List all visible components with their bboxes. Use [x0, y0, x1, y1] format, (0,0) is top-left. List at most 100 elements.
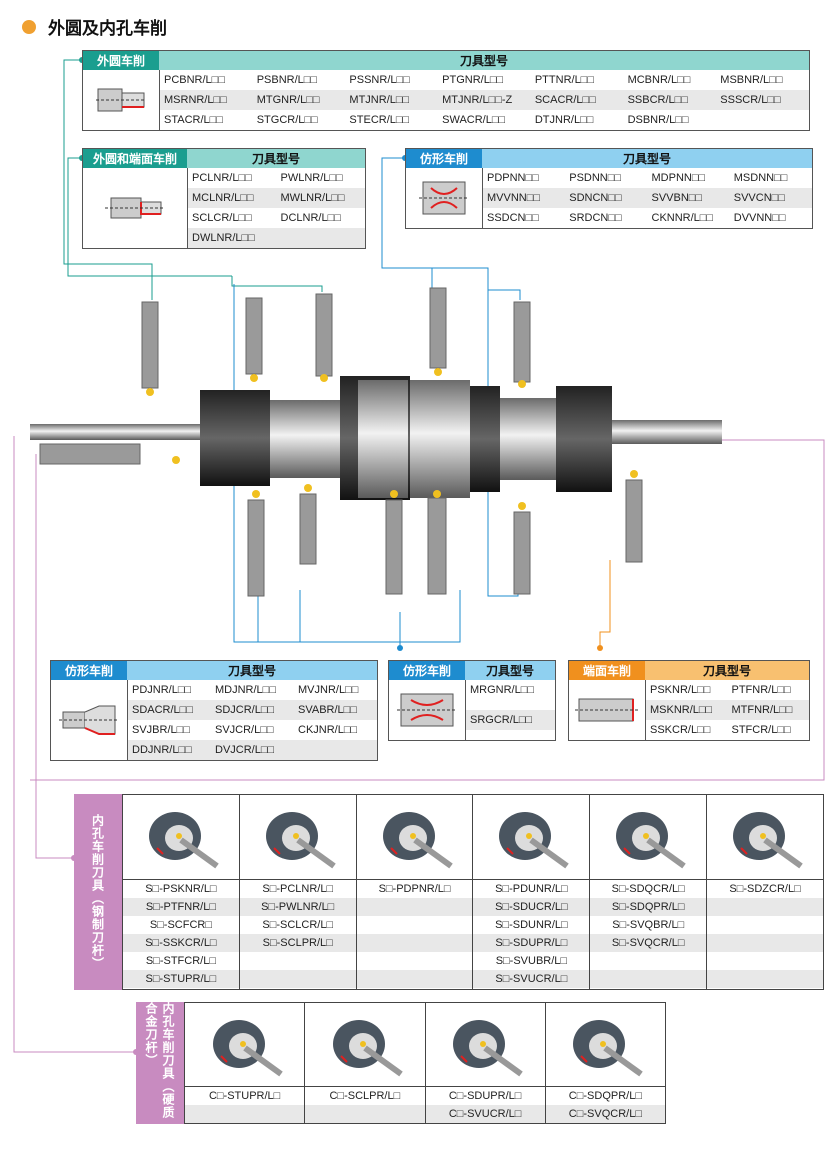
model-cell: S□-SDUPR/L□ [473, 934, 590, 952]
model-cell: MTFNR/L□□ [727, 700, 809, 720]
tool-column: S□-SDZCR/L□ [706, 795, 823, 989]
model-cell: SRGCR/L□□ [466, 710, 555, 730]
model-cell [590, 970, 707, 988]
boring-tool-image [545, 1003, 665, 1087]
model-cell [707, 952, 823, 970]
model-cell: MWLNR/L□□ [276, 188, 365, 208]
tag-label: 仿形车削 [406, 149, 482, 168]
boring-tool-image [707, 795, 823, 880]
model-cell [590, 952, 706, 970]
model-cell: S□-PCLNR/L□ [262, 883, 334, 895]
model-cell: C□-SCLPR/L□ [329, 1090, 401, 1103]
model-cell: DVJCR/L□□ [211, 740, 294, 760]
model-cell: SWACR/L□□ [442, 114, 506, 126]
model-cell: MDJNR/L□□ [215, 684, 276, 696]
model-cell: S□-SVQCR/L□ [590, 934, 707, 952]
model-cell: S□-SVUBR/L□ [495, 955, 568, 967]
model-cell: S□-SDZCR/L□ [729, 883, 801, 895]
steel-bar-table: S□-PSKNR/L□S□-PTFNR/L□S□-SCFCR□S□-SSKCR/… [122, 794, 824, 990]
model-cell: MVJNR/L□□ [298, 684, 359, 696]
workpiece-diagram [83, 168, 188, 248]
model-cell: SVVCN□□ [729, 188, 812, 208]
table-header: 仿形车削 刀具型号 [51, 661, 377, 680]
model-cell: S□-PTFNR/L□ [123, 898, 239, 916]
model-cell: S□-SVQBR/L□ [612, 919, 685, 931]
model-cell: S□-SDUNR/L□ [495, 919, 568, 931]
model-cell: STECR/L□□ [349, 114, 410, 126]
section-title: 外圆及内孔车削 [22, 14, 167, 39]
model-cell: PSBNR/L□□ [256, 74, 318, 86]
boring-tool-image [425, 1003, 545, 1087]
model-cell: C□-SVUCR/L□ [425, 1105, 545, 1123]
table-header: 端面车削 刀具型号 [569, 661, 809, 680]
model-cell: MTGNR/L□□ [252, 90, 346, 110]
model-cell [707, 970, 823, 988]
boring-tool-image [356, 795, 473, 880]
model-cell: C□-SVQCR/L□ [545, 1105, 665, 1123]
profile-turning-table-top: 仿形车削 刀具型号 PDPNN□□PSDNN□□MDPNN□□MSDNN□□MV… [405, 148, 813, 229]
model-cell: S□-SCLPR/L□ [239, 934, 356, 952]
carbide-bar-label: 内孔车削刀具（硬质合金刀杆） [136, 1002, 184, 1124]
model-cell: PTFNR/L□□ [731, 684, 791, 696]
bullet-icon [22, 19, 36, 34]
model-cell: SCACR/L□□ [530, 90, 624, 110]
model-cell: STGCR/L□□ [256, 114, 318, 126]
model-cell [185, 1105, 305, 1123]
workpiece-diagram [406, 168, 483, 228]
model-cell: PCBNR/L□□ [164, 74, 225, 86]
tag-label: 仿形车削 [51, 661, 127, 680]
model-cell: MSBNR/L□□ [720, 74, 783, 86]
model-cell: SDACR/L□□ [128, 700, 211, 720]
workpiece-diagram [389, 680, 466, 740]
model-cell: S□-SCFCR□ [149, 919, 212, 931]
model-cell: S□-STFCR/L□ [145, 955, 216, 967]
model-cell: MSRNR/L□□ [160, 90, 253, 110]
boring-tool-image [185, 1003, 305, 1088]
model-cell: MSDNN□□ [733, 172, 788, 184]
header-label: 刀具型号 [187, 149, 365, 168]
model-cell: C□-STUPR/L□ [208, 1090, 281, 1103]
model-cell: DCLNR/L□□ [280, 212, 341, 224]
model-cell [239, 970, 356, 988]
tool-column: C□-SCLPR/L□ [304, 1003, 425, 1123]
model-cell [276, 228, 365, 248]
model-cell: S□-SDQPR/L□ [590, 898, 707, 916]
model-cell: S□-STUPR/L□ [123, 970, 239, 988]
model-cell: MTJNR/L□□ [345, 90, 439, 110]
workpiece-diagram [83, 70, 160, 130]
model-cell [356, 898, 473, 916]
outer-turning-table: 外圆车削 刀具型号 PCBNR/L□□PSBNR/L□□PSSNR/L□□PTG… [82, 50, 810, 131]
tool-column: S□-PDPNR/L□ [355, 795, 473, 989]
face-turning-table: 端面车削 刀具型号 PSKNR/L□□PTFNR/L□□MSKNR/L□□MTF… [568, 660, 810, 741]
model-cell: MDPNN□□ [651, 172, 706, 184]
header-label: 刀具型号 [465, 661, 555, 680]
model-cell: S□-PDUNR/L□ [495, 883, 568, 895]
model-cell: S□-PWLNR/L□ [239, 898, 356, 916]
steel-bar-label: 内孔车削刀具（钢制刀杆） [74, 794, 122, 990]
tool-column: S□-PCLNR/L□ S□-PWLNR/L□ S□-SCLCR/L□ S□-SCLP… [238, 795, 356, 989]
model-cell [707, 898, 823, 916]
model-cell: C□-SDUPR/L□ [448, 1090, 522, 1102]
model-cell: STACR/L□□ [164, 114, 223, 126]
model-cell: DVVNN□□ [733, 212, 786, 224]
model-cell: SRDCN□□ [569, 212, 622, 224]
model-cell: SSKCR/L□□ [650, 724, 711, 736]
model-cell [356, 934, 473, 952]
outer-face-turning-table: 外圆和端面车削 刀具型号 PCLNR/L□□PWLNR/L□□MCLNR/L□□… [82, 148, 366, 249]
model-cell: SSBCR/L□□ [623, 90, 717, 110]
profile-turning-table-mid: 仿形车削 刀具型号 MRGNR/L□□SRGCR/L□□ [388, 660, 556, 741]
model-cell: DSBNR/L□□ [627, 114, 689, 126]
tool-column: C□-SDUPR/L□ C□-SVUCR/L□ [424, 1003, 545, 1123]
boring-tool-image [590, 795, 707, 880]
model-cell: MCBNR/L□□ [627, 74, 691, 86]
model-cell: PCLNR/L□□ [192, 172, 252, 184]
model-cell: PTTNR/L□□ [534, 74, 594, 86]
model-cell: PWLNR/L□□ [280, 172, 343, 184]
model-cell: S□-PSKNR/L□ [145, 883, 217, 895]
boring-tool-image [305, 1003, 425, 1088]
model-cell [707, 934, 823, 952]
model-cell: MSKNR/L□□ [646, 700, 728, 720]
model-cell: PTGNR/L□□ [442, 74, 504, 86]
model-cell: S□-SCLCR/L□ [262, 919, 334, 931]
model-cell: S□-SDUCR/L□ [473, 898, 590, 916]
